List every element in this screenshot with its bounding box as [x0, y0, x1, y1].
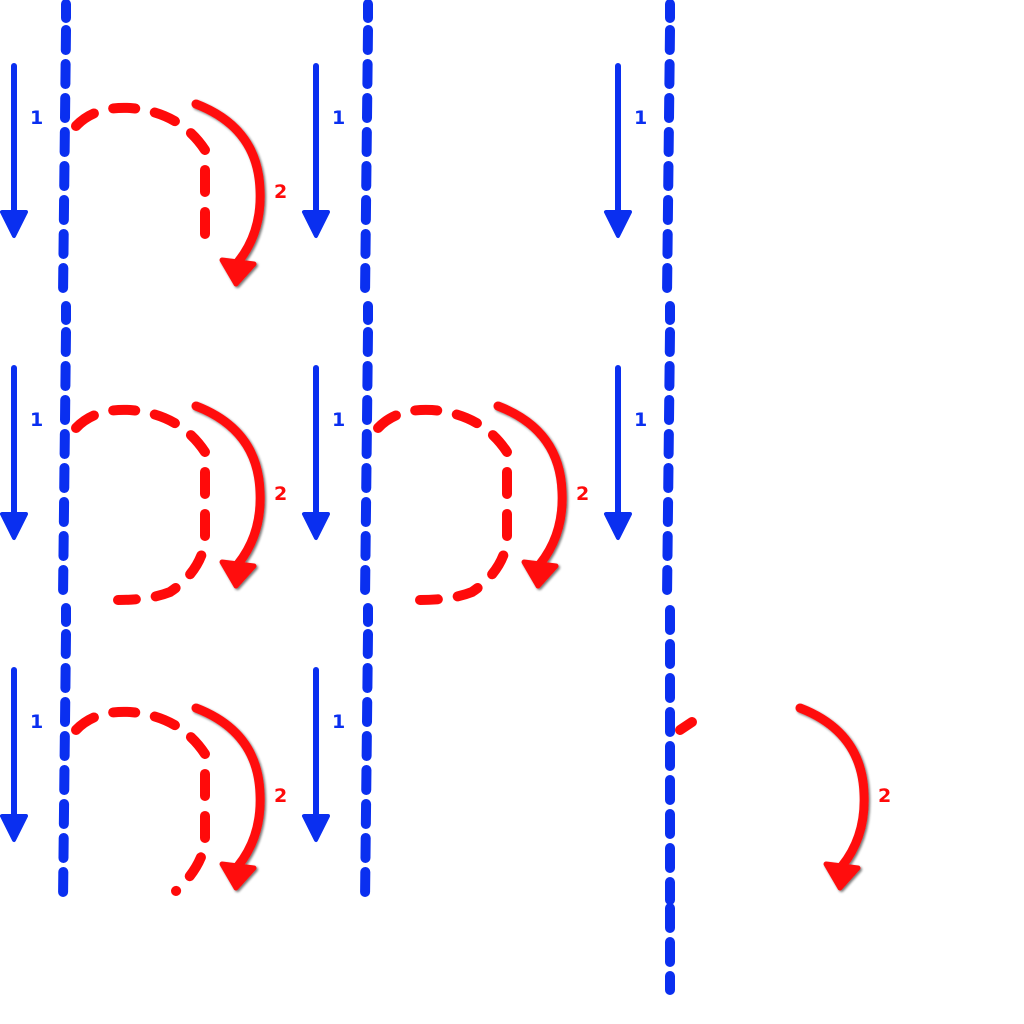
arrow-head — [604, 512, 632, 540]
dashed-stem — [662, 301, 675, 603]
curved-arrow-shaft — [191, 703, 265, 871]
curved-arrow-shaft — [191, 99, 265, 267]
step-label-2: 2 — [576, 483, 589, 505]
curved-arrow-shaft — [493, 401, 567, 569]
curved-arrow-head — [521, 559, 559, 589]
step-label-1: 1 — [634, 409, 647, 431]
step-label-1: 1 — [332, 711, 345, 733]
step-label-2: 2 — [274, 785, 287, 807]
cell-r1-c0: 12 — [0, 301, 287, 605]
curved-arrow-shaft — [191, 401, 265, 569]
step-label-1: 1 — [634, 107, 647, 129]
dashed-stem — [360, 301, 373, 603]
cell-r2-c0: 12 — [0, 603, 287, 905]
arrow-down-icon — [0, 667, 28, 842]
curved-arrow-head — [219, 257, 257, 287]
arrow-head — [302, 512, 330, 540]
dashed-curve-guide — [71, 102, 210, 245]
arrow-down-icon — [302, 63, 330, 238]
dashed-curve-guide — [675, 717, 697, 735]
arrow-head — [604, 210, 632, 238]
step-label-2: 2 — [274, 483, 287, 505]
curved-arrow-head — [219, 861, 257, 891]
dashed-stem — [360, 603, 373, 905]
arrow-down-icon — [302, 365, 330, 540]
curved-arrow-head — [219, 559, 257, 589]
dashed-curve-guide — [71, 404, 210, 605]
curved-arrow-icon — [191, 99, 265, 287]
arrow-head — [0, 210, 28, 238]
cell-r0-c1: 1 — [302, 0, 373, 301]
cell-r1-c2: 1 — [604, 301, 675, 603]
dashed-stem — [58, 301, 71, 603]
curved-arrow-icon — [795, 703, 869, 891]
cell-r0-c0: 12 — [0, 0, 287, 301]
dashed-stem — [58, 603, 71, 905]
curved-arrow-head — [823, 861, 861, 891]
step-label-1: 1 — [30, 409, 43, 431]
step-label-1: 1 — [332, 107, 345, 129]
arrow-down-icon — [604, 365, 632, 540]
step-label-1: 1 — [30, 107, 43, 129]
arrow-down-icon — [604, 63, 632, 238]
curved-arrow-icon — [191, 401, 265, 589]
arrow-down-icon — [0, 63, 28, 238]
dashed-stem — [58, 0, 71, 301]
curved-arrow-shaft — [795, 703, 869, 871]
step-label-2: 2 — [878, 785, 891, 807]
step-label-2: 2 — [274, 181, 287, 203]
dashed-curve-guide — [373, 404, 512, 605]
dashed-stem — [360, 0, 373, 301]
cell-r0-c2: 1 — [604, 0, 675, 301]
dashed-stem — [662, 0, 675, 301]
curved-arrow-icon — [493, 401, 567, 589]
arrow-head — [0, 512, 28, 540]
step-label-1: 1 — [30, 711, 43, 733]
arrow-head — [0, 814, 28, 842]
cell-r1-c1: 12 — [302, 301, 589, 605]
arrow-head — [302, 814, 330, 842]
dashed-curve-guide — [71, 706, 210, 896]
arrow-down-icon — [302, 667, 330, 842]
arrow-head — [302, 210, 330, 238]
step-label-1: 1 — [332, 409, 345, 431]
cell-r2-c1: 1 — [302, 603, 373, 905]
curved-arrow-icon — [191, 703, 265, 891]
arrow-down-icon — [0, 365, 28, 540]
cell-r2-c2: 2 — [665, 605, 891, 995]
